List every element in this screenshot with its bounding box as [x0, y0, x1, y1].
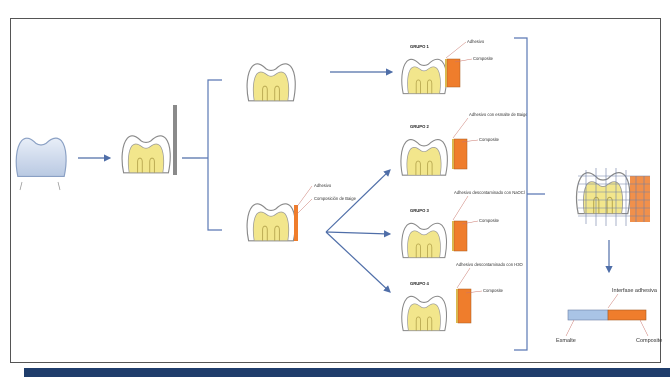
stick-specimen: [565, 293, 649, 337]
branch-bracket: [200, 79, 222, 231]
sectioned-tooth: [121, 105, 177, 175]
grupo-3-composite: Composite: [479, 218, 500, 223]
figure-frame: [10, 18, 661, 363]
grupo-1-composite: Composite: [473, 56, 494, 61]
grupo-4-composite: Composite: [483, 288, 504, 293]
label-composite-stick: Composite: [636, 338, 662, 344]
grupo-1: GRUPO 1 Adhesivo Composite: [401, 39, 494, 95]
baige-tooth: [246, 185, 313, 242]
label-adhesivo-baige: Adhesivo: [314, 183, 332, 188]
arrow-grupo3: [325, 230, 392, 238]
label-esmalte: Esmalte: [556, 338, 576, 344]
grupo-4-adhesivo: Adhesivo descontaminado con H3O: [456, 262, 524, 267]
label-composicion: Composición de Baige: [314, 196, 357, 201]
grupo-4: GRUPO 4 Adhesivo descontaminado con H3O …: [401, 262, 524, 332]
grupo-3-adhesivo: Adhesivo descontaminado con NaOCl: [454, 190, 525, 195]
grupo-4-title: GRUPO 4: [410, 281, 430, 286]
merge-bracket: [514, 37, 545, 351]
grupo-2-adhesivo: Adhesivo con esmalte de Baige: [469, 112, 528, 117]
grupo-1-title: GRUPO 1: [410, 44, 430, 49]
enamel-tooth: [246, 63, 296, 102]
bottom-bar: [24, 368, 670, 377]
intact-tooth: [15, 137, 67, 191]
grupo-3: GRUPO 3 Adhesivo descontaminado con NaOC…: [401, 190, 525, 259]
grupo-2-composite: Composite: [479, 137, 500, 142]
sliced-specimen: [575, 168, 650, 226]
arrow-grupo4: [325, 231, 391, 293]
grupo-1-adhesivo: Adhesivo: [467, 39, 485, 44]
grupo-2-title: GRUPO 2: [410, 124, 430, 129]
grupo-2: GRUPO 2 Adhesivo con esmalte de Baige Co…: [400, 112, 528, 176]
grupo-3-title: GRUPO 3: [410, 208, 430, 213]
arrow-grupo2: [325, 169, 391, 233]
label-interfase: Interfase adhesiva: [612, 288, 658, 294]
